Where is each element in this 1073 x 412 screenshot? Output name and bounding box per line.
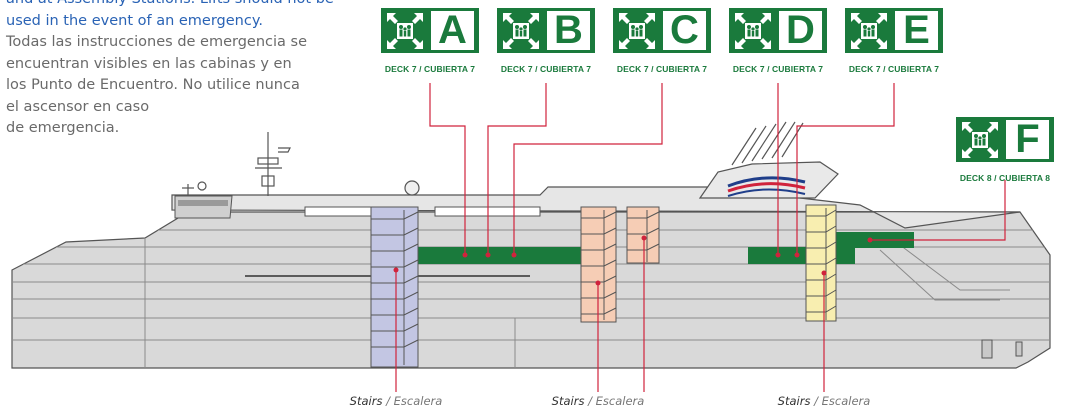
radome-and-masts	[182, 180, 420, 196]
stairs-en: Stairs	[349, 394, 383, 408]
assembly-sign-c: C	[613, 8, 711, 53]
assembly-sign-d: D	[729, 8, 827, 53]
assembly-point-icon	[502, 12, 539, 49]
assembly-sign-b: B	[497, 8, 595, 53]
assembly-sign-f: F	[956, 117, 1054, 162]
intro-es-line-5: de emergencia.	[6, 120, 120, 136]
intro-es-line-2: encuentran visibles en las cabinas y en	[6, 55, 292, 72]
bridge-windows	[178, 200, 228, 206]
stairs-sep: /	[810, 394, 822, 408]
propeller-rudder	[981, 339, 1023, 359]
funnel	[698, 161, 839, 199]
stairs-en: Stairs	[551, 394, 585, 408]
funnel-vents	[731, 121, 804, 166]
assembly-pictogram	[381, 8, 428, 53]
stairs-label-3: Stairs / Escalera	[764, 394, 884, 408]
intro-english: and at Assembly Stations. Lifts should n…	[6, 0, 356, 32]
intro-en-line-2: used in the event of an emergency.	[6, 12, 263, 29]
leader-dots	[393, 235, 873, 286]
intro-en-line-1: and at Assembly Stations. Lifts should n…	[6, 0, 356, 11]
stairwell-aft	[805, 204, 837, 322]
intro-es-line-3: los Punto de Encuentro. No utilice nunca	[6, 77, 300, 93]
stairs-sep: /	[382, 394, 394, 408]
stairwell-mid	[580, 206, 660, 323]
assembly-letter: C	[663, 10, 706, 50]
leader-lines	[395, 83, 1006, 392]
assembly-pictogram	[497, 8, 544, 53]
funnel-logo-icon	[727, 176, 806, 197]
intro-es-line-4: el ascensor en caso	[6, 98, 150, 115]
assembly-pictogram	[613, 8, 660, 53]
assembly-point-icon	[961, 121, 998, 158]
deck-label-e: DECK 7 / CUBIERTA 7	[848, 64, 940, 74]
assembly-pictogram	[845, 8, 892, 53]
leader-c	[513, 83, 663, 255]
assembly-deck-areas	[418, 232, 914, 264]
stairs-es: Escalera	[821, 394, 871, 408]
mast	[255, 132, 291, 196]
intro-text: and at Assembly Stations. Lifts should n…	[6, 0, 356, 140]
assembly-pictogram	[956, 117, 1003, 162]
intro-spanish: Todas las instrucciones de emergencia se…	[6, 32, 356, 140]
assembly-letter: B	[547, 10, 590, 50]
intro-es-line-1: Todas las instrucciones de emergencia se	[6, 34, 308, 50]
bridge-deck	[174, 195, 233, 219]
stairwell-fwd	[370, 206, 419, 368]
leader-a	[429, 83, 466, 255]
stairs-label-2: Stairs / Escalera	[538, 394, 658, 408]
stairs-es: Escalera	[393, 394, 443, 408]
leader-f	[870, 180, 1006, 241]
assembly-sign-a: A	[381, 8, 479, 53]
assembly-sign-e: E	[845, 8, 943, 53]
assembly-point-icon	[850, 12, 887, 49]
ship-hull	[11, 83, 1051, 392]
assembly-area-abc	[418, 247, 583, 264]
stairs-label-1: Stairs / Escalera	[336, 394, 456, 408]
deck-label-c: DECK 7 / CUBIERTA 7	[616, 64, 708, 74]
assembly-area-de	[748, 247, 855, 264]
assembly-pictogram	[729, 8, 776, 53]
assembly-letter: F	[1006, 119, 1049, 159]
deck-label-d: DECK 7 / CUBIERTA 7	[732, 64, 824, 74]
assembly-point-icon	[386, 12, 423, 49]
assembly-letter: D	[779, 10, 822, 50]
leader-e	[796, 83, 895, 255]
deck-label-b: DECK 7 / CUBIERTA 7	[500, 64, 592, 74]
assembly-letter: E	[895, 10, 938, 50]
stairs-es: Escalera	[595, 394, 645, 408]
assembly-point-icon	[734, 12, 771, 49]
assembly-point-icon	[618, 12, 655, 49]
stairs-sep: /	[584, 394, 596, 408]
leader-b	[487, 83, 547, 255]
deck-label-f: DECK 8 / CUBIERTA 8	[959, 173, 1051, 183]
deck-label-a: DECK 7 / CUBIERTA 7	[384, 64, 476, 74]
stairs-en: Stairs	[777, 394, 811, 408]
assembly-letter: A	[431, 10, 474, 50]
